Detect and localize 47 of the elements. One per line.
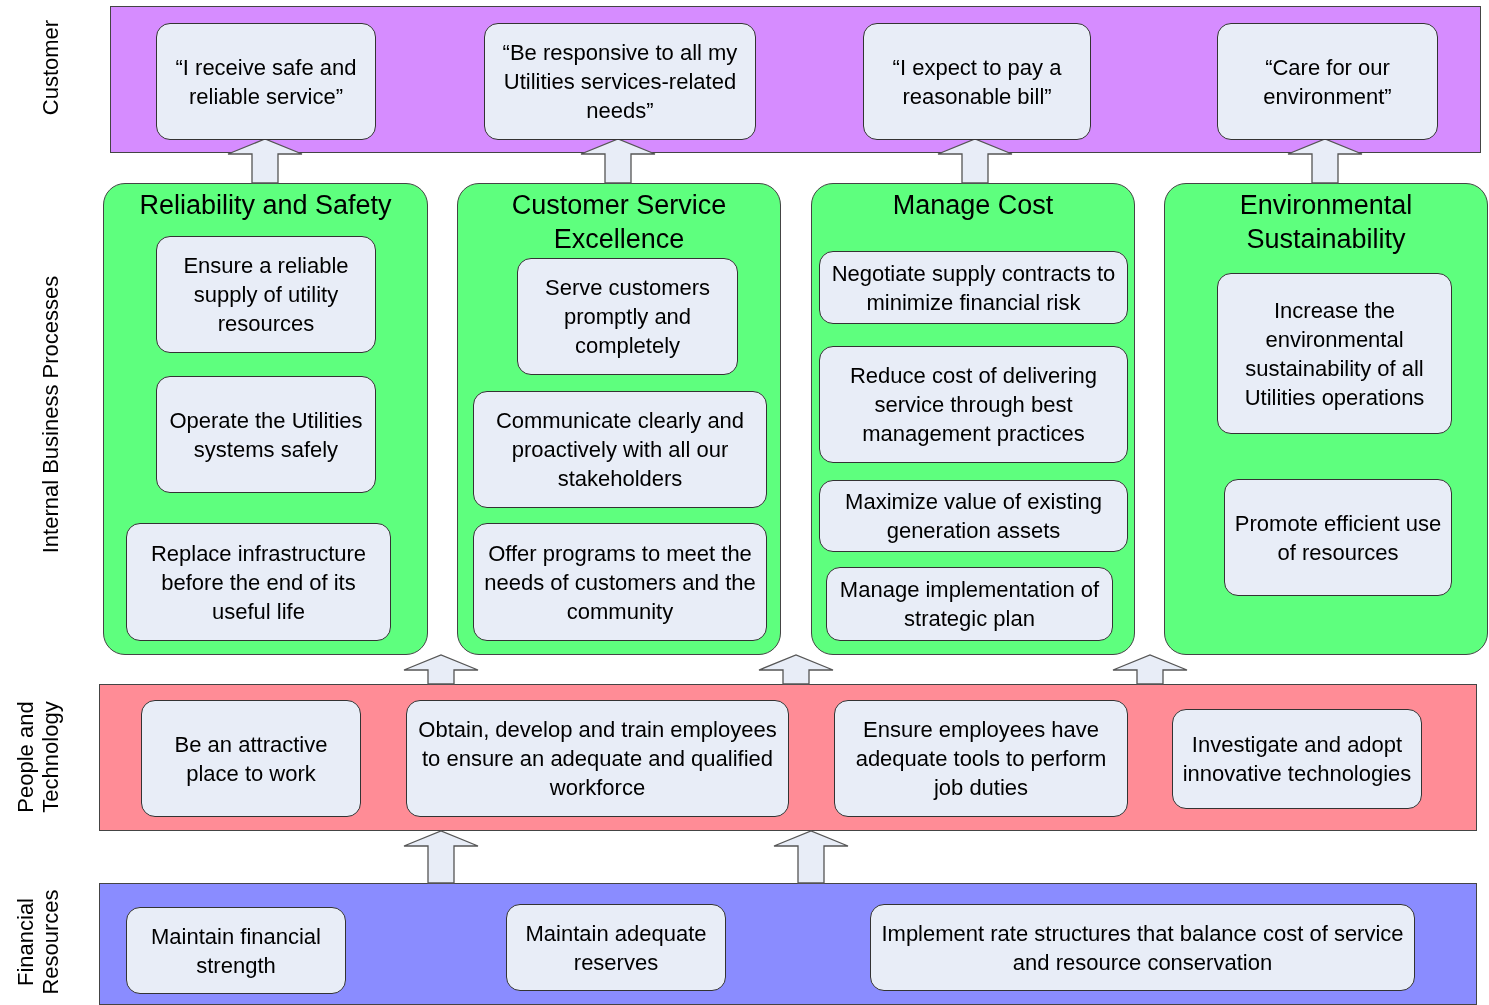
objective-box: Maintain financial strength (126, 907, 346, 994)
block-arrow (773, 830, 849, 884)
row-label: Customer (37, 18, 63, 118)
category-panel (457, 183, 781, 655)
panel-heading: Manage Cost (891, 189, 1055, 222)
category-panel (811, 183, 1135, 655)
row-label: Internal Business Processes (37, 274, 63, 556)
objective-box: Reduce cost of delivering service through best management practices (819, 346, 1128, 463)
objective-box: Maximize value of existing generation assets (819, 480, 1128, 552)
objective-box: Offer programs to meet the needs of customers and the community (473, 523, 767, 641)
block-arrow (758, 654, 834, 685)
block-arrow (1112, 654, 1188, 685)
objective-box: Investigate and adopt innovative technologies (1172, 709, 1422, 809)
block-arrow (403, 654, 479, 685)
objective-box: Implement rate structures that balance cost of service and resource conservation (870, 904, 1415, 991)
panel-heading: Customer Service Excellence (510, 189, 728, 256)
objective-box: Serve customers promptly and completely (517, 258, 738, 375)
block-arrow (403, 830, 479, 884)
objective-box: Operate the Utilities systems safely (156, 376, 376, 493)
objective-box: “I receive safe and reliable service” (156, 23, 376, 140)
panel-heading: Reliability and Safety (138, 189, 393, 222)
block-arrow (1287, 138, 1363, 184)
objective-box: Ensure a reliable supply of utility resources (156, 236, 376, 353)
objective-box: Ensure employees have adequate tools to perform job duties (834, 700, 1128, 817)
block-arrow (580, 138, 656, 184)
row-band (99, 684, 1477, 831)
row-band (99, 883, 1477, 1005)
objective-box: “Be responsive to all my Utilities services-related needs” (484, 23, 756, 140)
block-arrow (227, 138, 303, 184)
objective-box: Increase the environmental sustainability of all Utilities operations (1217, 273, 1452, 434)
category-panel (103, 183, 428, 655)
objective-box: Communicate clearly and proactively with all our stakeholders (473, 391, 767, 508)
row-label: Financial Resources (13, 888, 63, 997)
objective-box: Manage implementation of strategic plan (826, 567, 1113, 641)
category-panel (1164, 183, 1488, 655)
objective-box: “I expect to pay a reasonable bill” (863, 23, 1091, 140)
objective-box: “Care for our environment” (1217, 23, 1438, 140)
objective-box: Obtain, develop and train employees to ensure an adequate and qualified workforce (406, 700, 789, 817)
panel-heading: Environmental Sustainability (1238, 189, 1414, 256)
objective-box: Promote efficient use of resources (1224, 479, 1452, 596)
row-band (110, 6, 1481, 153)
row-label: People and Technology (13, 700, 63, 815)
objective-box: Maintain adequate reserves (506, 904, 726, 991)
objective-box: Replace infrastructure before the end of its useful life (126, 523, 391, 641)
block-arrow (937, 138, 1013, 184)
objective-box: Negotiate supply contracts to minimize financial risk (819, 251, 1128, 324)
objective-box: Be an attractive place to work (141, 700, 361, 817)
